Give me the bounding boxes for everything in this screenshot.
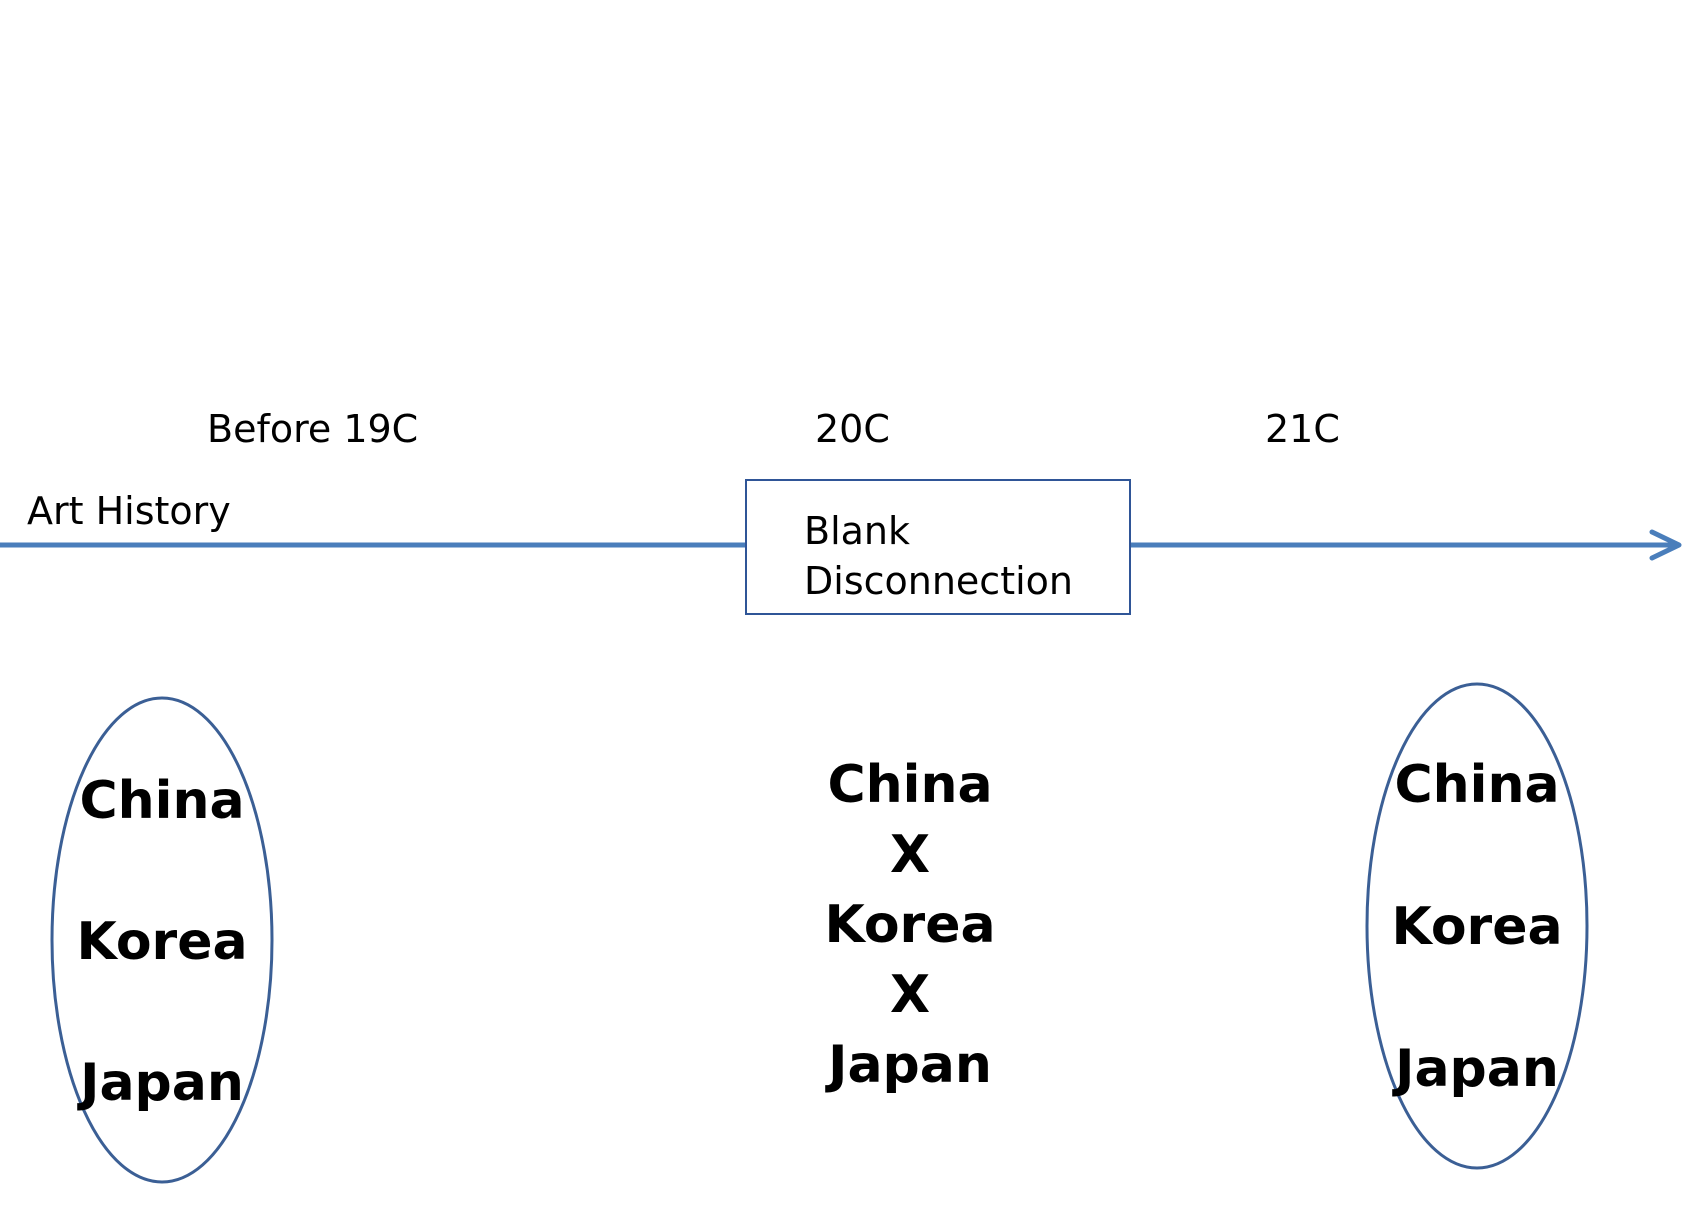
group-ellipse-right bbox=[1365, 682, 1589, 1170]
middle-country-1: China bbox=[827, 755, 993, 815]
right-country-3: Japan bbox=[1395, 1039, 1559, 1099]
left-country-1: China bbox=[79, 771, 245, 831]
middle-country-3: Japan bbox=[828, 1035, 992, 1095]
left-country-3: Japan bbox=[80, 1053, 244, 1113]
right-country-1: China bbox=[1394, 755, 1560, 815]
era-label-before-19c: Before 19C bbox=[207, 407, 419, 451]
middle-separator-2: X bbox=[889, 965, 931, 1025]
left-country-2: Korea bbox=[76, 912, 248, 972]
era-label-20c: 20C bbox=[815, 407, 890, 451]
axis-label: Art History bbox=[27, 489, 231, 533]
middle-country-2: Korea bbox=[824, 895, 996, 955]
gap-box-line-2: Disconnection bbox=[804, 559, 1073, 603]
right-country-2: Korea bbox=[1391, 897, 1563, 957]
group-ellipse-left bbox=[50, 696, 274, 1184]
timeline-arrowhead bbox=[1649, 529, 1682, 561]
gap-box-line-1: Blank bbox=[804, 509, 911, 553]
middle-separator-1: X bbox=[889, 825, 931, 885]
era-label-21c: 21C bbox=[1265, 407, 1340, 451]
blank-disconnection-box: Blank Disconnection bbox=[745, 479, 1131, 615]
